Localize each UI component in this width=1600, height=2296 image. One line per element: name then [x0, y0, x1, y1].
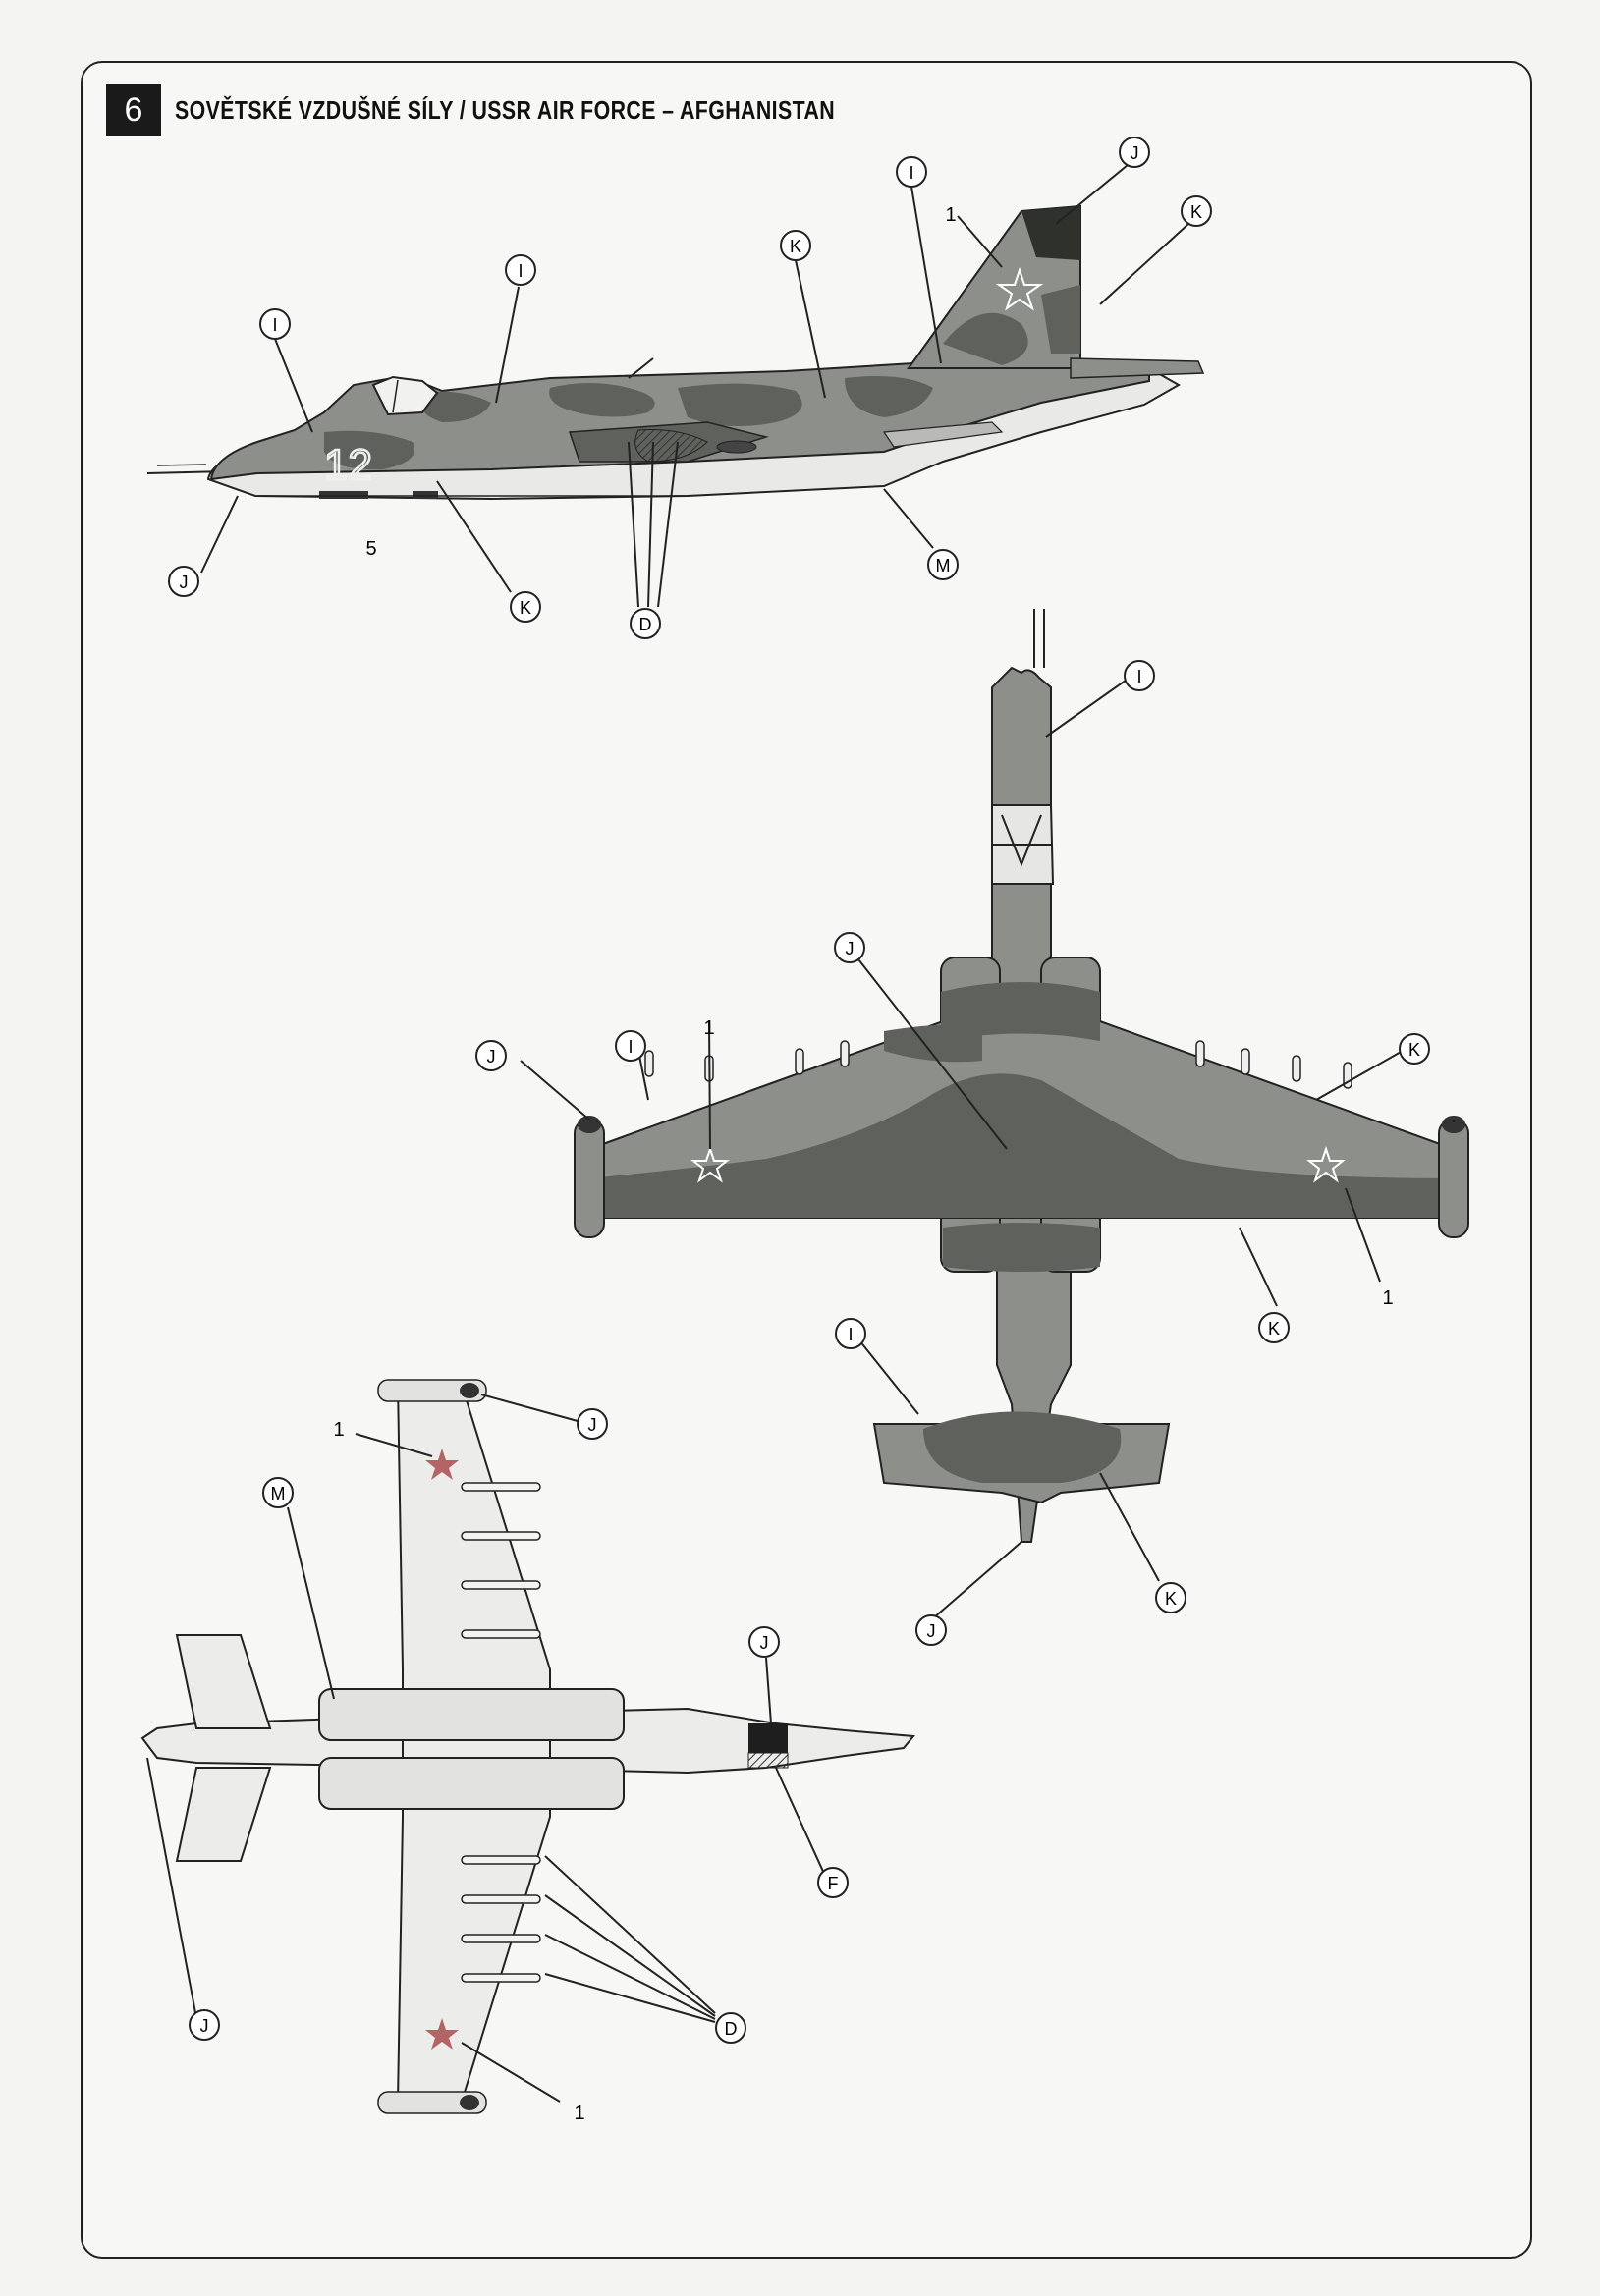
- callout-label: J: [846, 939, 855, 958]
- callout-label: J: [927, 1621, 936, 1641]
- part-number: 1: [1382, 1287, 1393, 1309]
- callout-label: J: [200, 2016, 209, 2036]
- callout-label: K: [520, 598, 531, 618]
- callout-label: I: [518, 261, 523, 281]
- callout-label: I: [909, 163, 913, 183]
- callout-label: I: [1136, 667, 1141, 686]
- callout-label: J: [487, 1047, 496, 1066]
- callout-label: J: [760, 1633, 769, 1653]
- callout-label: I: [628, 1037, 633, 1057]
- part-number: 1: [945, 204, 956, 226]
- side-view: 12: [146, 204, 1205, 501]
- callout-label: F: [828, 1874, 839, 1893]
- callout-label: K: [1408, 1040, 1420, 1060]
- fuselage-number: 12: [324, 441, 372, 489]
- part-number: 1: [574, 2103, 584, 2124]
- callout-label: J: [588, 1415, 597, 1435]
- callout-label: I: [848, 1325, 853, 1344]
- part-number: 5: [365, 538, 376, 560]
- callout-label: K: [790, 237, 801, 256]
- callout-label: M: [271, 1484, 286, 1503]
- callout-label: J: [180, 573, 189, 592]
- header: 6 SOVĚTSKÉ VZDUŠNÉ SÍLY / USSR AIR FORCE…: [106, 84, 980, 136]
- part-number: 1: [333, 1419, 344, 1441]
- callout-label: K: [1190, 202, 1202, 222]
- callout-leaders: [146, 164, 1404, 2103]
- top-view: [574, 609, 1469, 1543]
- callouts: I I K I J K J K D M 1 5 I J J I K K I: [168, 137, 1430, 2124]
- callout-label: J: [1131, 143, 1139, 163]
- page-title: SOVĚTSKÉ VZDUŠNÉ SÍLY / USSR AIR FORCE –…: [175, 94, 836, 125]
- callout-label: D: [639, 615, 652, 634]
- bottom-view: [140, 1379, 915, 2114]
- callout-label: I: [272, 315, 277, 335]
- page-number: 6: [106, 84, 161, 136]
- callout-label: K: [1268, 1319, 1280, 1339]
- part-number: 1: [703, 1017, 714, 1039]
- callout-label: K: [1165, 1589, 1177, 1609]
- callout-label: D: [725, 2019, 738, 2039]
- callout-label: M: [936, 556, 951, 575]
